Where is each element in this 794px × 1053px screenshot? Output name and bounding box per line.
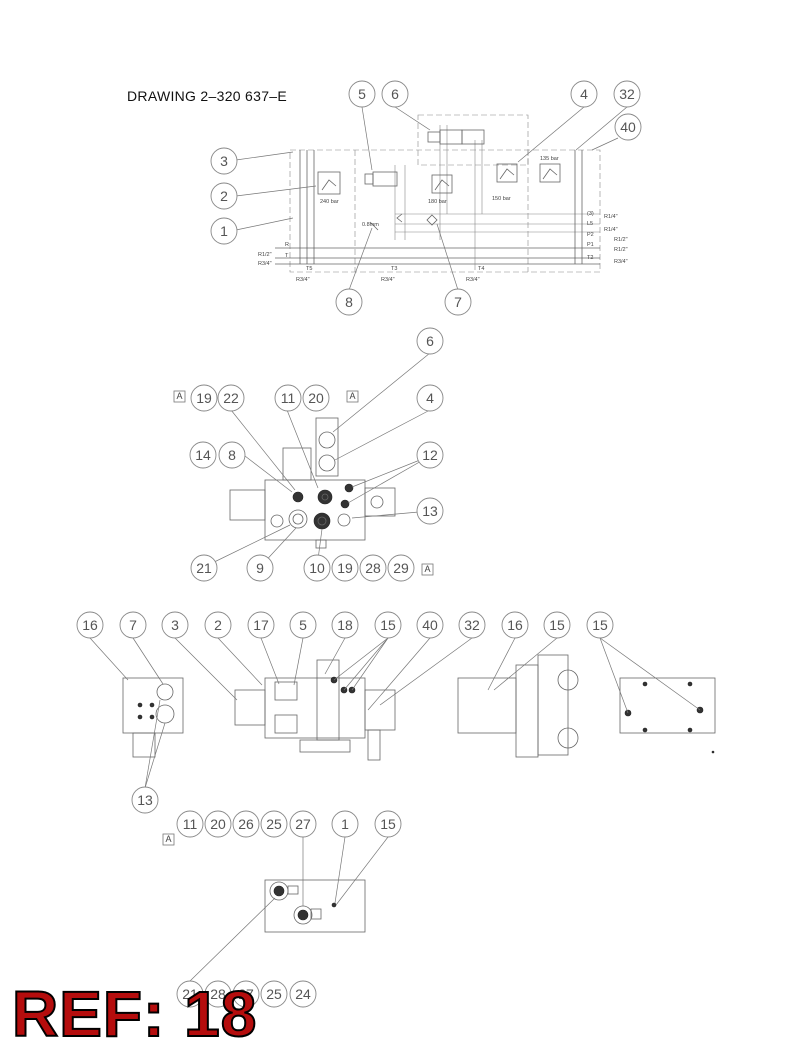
callout-24: 24 <box>295 986 311 1002</box>
callout-6: 6 <box>391 86 399 102</box>
callout-26: 26 <box>238 816 254 832</box>
callout-9: 9 <box>256 560 264 576</box>
port-label: R <box>285 242 289 248</box>
callout-8: 8 <box>228 447 236 463</box>
callout-21: 21 <box>196 560 212 576</box>
callout-3: 3 <box>171 617 179 633</box>
callout-4: 4 <box>580 86 588 102</box>
thread-label: R3/4" <box>466 277 480 283</box>
callout-3: 3 <box>220 153 228 169</box>
callout-2: 2 <box>214 617 222 633</box>
port-label: T5 <box>306 266 312 272</box>
port-label: T <box>285 253 289 259</box>
section-mark-a: A <box>177 391 183 401</box>
port-label: T2 <box>587 255 593 261</box>
hydraulic-schematic: 240 bar 180 bar 150 bar 135 bar 0.8mm (3… <box>210 80 642 316</box>
callout-15: 15 <box>592 617 608 633</box>
callout-28: 28 <box>210 986 226 1002</box>
callout-14: 14 <box>195 447 211 463</box>
callout-20: 20 <box>308 390 324 406</box>
callout-25: 25 <box>266 816 282 832</box>
relief-label-1: 240 bar <box>320 199 339 205</box>
callout-2: 2 <box>220 188 228 204</box>
callout-1: 1 <box>341 816 349 832</box>
thread-label: R1/2" <box>258 252 272 258</box>
thread-label: R3/4" <box>614 259 628 265</box>
callout-5: 5 <box>299 617 307 633</box>
callout-18: 18 <box>337 617 353 633</box>
callout-7: 7 <box>454 294 462 310</box>
callout-7: 7 <box>129 617 137 633</box>
section-mark-a: A <box>166 834 172 844</box>
relief-label-3: 150 bar <box>492 196 511 202</box>
relief-label-4: 135 bar <box>540 156 559 162</box>
port-label: (3) <box>587 211 594 217</box>
callout-21: 21 <box>182 986 198 1002</box>
callout-6: 6 <box>426 333 434 349</box>
callout-27: 27 <box>295 816 311 832</box>
callout-15: 15 <box>380 617 396 633</box>
port-label: P1 <box>587 242 594 248</box>
callout-13: 13 <box>137 792 153 808</box>
section-mark-a: A <box>425 564 431 574</box>
manifold-side-views: 16 7 3 2 17 5 18 15 40 32 16 15 15 13 <box>76 611 716 814</box>
callout-25: 25 <box>266 986 282 1002</box>
callout-5: 5 <box>358 86 366 102</box>
callout-11: 11 <box>183 816 198 832</box>
thread-label: R3/4" <box>381 277 395 283</box>
thread-label: R1/2" <box>614 247 628 253</box>
callout-13: 13 <box>422 503 438 519</box>
relief-label-2: 180 bar <box>428 199 447 205</box>
callout-19: 19 <box>337 560 353 576</box>
callout-40: 40 <box>422 617 438 633</box>
thread-label: R3/4" <box>296 277 310 283</box>
callout-32: 32 <box>464 617 480 633</box>
callout-22: 22 <box>223 390 239 406</box>
callout-1: 1 <box>220 223 228 239</box>
callout-40: 40 <box>620 119 636 135</box>
callout-8: 8 <box>345 294 353 310</box>
drawing-title: DRAWING 2–320 637–E <box>127 88 288 104</box>
port-label: T3 <box>391 266 397 272</box>
thread-label: R1/4" <box>604 214 618 220</box>
callout-16: 16 <box>507 617 523 633</box>
port-label: T4 <box>478 266 484 272</box>
thread-label: R3/4" <box>258 261 272 267</box>
callout-11: 11 <box>281 390 296 406</box>
callout-32: 32 <box>619 86 635 102</box>
callout-28: 28 <box>365 560 381 576</box>
callout-12: 12 <box>422 447 438 463</box>
callout-29: 29 <box>393 560 409 576</box>
callout-15: 15 <box>549 617 565 633</box>
thread-label: R1/4" <box>604 227 618 233</box>
callout-15: 15 <box>380 816 396 832</box>
callout-20: 20 <box>210 816 226 832</box>
callout-27: 27 <box>238 986 254 1002</box>
callout-16: 16 <box>82 617 98 633</box>
orifice-label: 0.8mm <box>362 222 379 228</box>
callout-4: 4 <box>426 390 434 406</box>
callout-17: 17 <box>253 617 269 633</box>
manifold-top-view: A A A 19 22 11 20 6 4 14 8 12 13 21 9 10… <box>173 327 444 582</box>
callout-10: 10 <box>309 560 325 576</box>
port-label: P2 <box>587 232 594 238</box>
section-mark-a: A <box>350 391 356 401</box>
manifold-bottom-view: A 11 20 26 25 27 1 15 21 28 27 25 24 <box>162 810 402 1008</box>
reference-label: REF: 18 <box>11 978 258 1050</box>
callout-19: 19 <box>196 390 212 406</box>
thread-label: R1/2" <box>614 237 628 243</box>
port-label: L5 <box>587 221 593 227</box>
